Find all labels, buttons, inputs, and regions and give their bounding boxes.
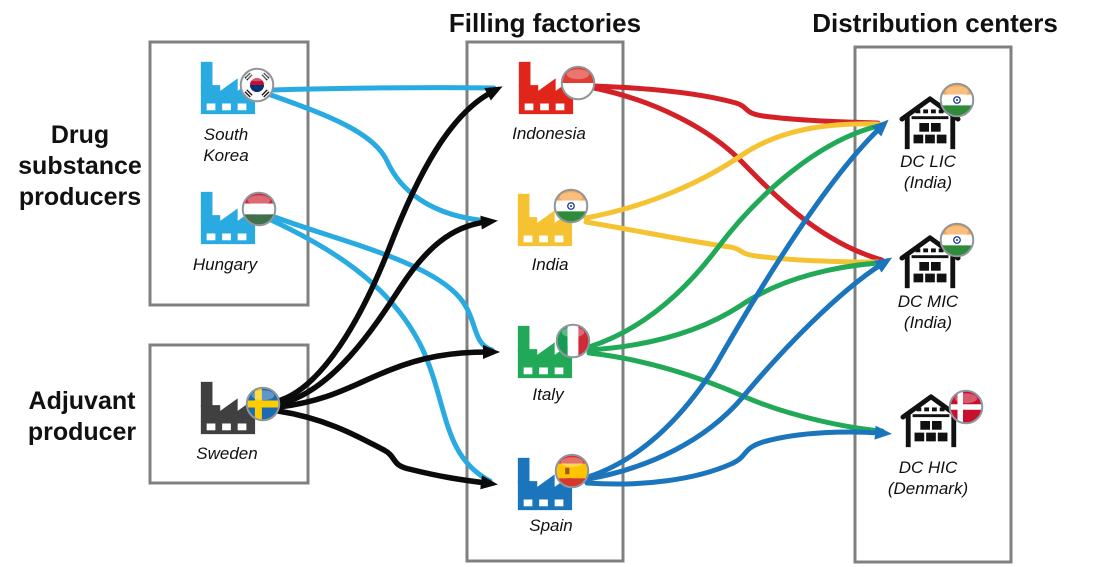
adjuvant-label-line: Adjuvant: [28, 387, 136, 415]
edge-sweden-to-spain: [275, 408, 498, 490]
edge-spain-to-dc-mic: [585, 257, 893, 482]
drug-substance-label-line: substance: [18, 152, 142, 180]
edge-italy-to-dc-mic: [586, 260, 881, 353]
edge-india-to-dc-lic: [583, 121, 881, 221]
south-korea-label-line: Korea: [203, 146, 249, 165]
denmark-flag-icon: [950, 391, 983, 424]
edge-south-korea-to-india: [268, 92, 491, 224]
edge-south-korea-to-indonesia: [269, 85, 497, 93]
edge-sweden-to-indonesia: [275, 86, 503, 404]
south-korea-label-line: South: [203, 125, 249, 144]
hungary-label: Hungary: [150, 254, 300, 275]
edge-italy-to-dc-lic: [586, 123, 881, 350]
spain-label: Spain: [476, 515, 626, 536]
south-korea-flag-icon: [241, 69, 274, 102]
filling-factories-box: [465, 40, 625, 563]
edge-spain-to-dc-lic: [585, 119, 889, 480]
dc-mic-label-line: (India): [903, 313, 953, 332]
italy-label: Italy: [473, 384, 623, 405]
edge-hungary-to-spain: [268, 217, 493, 484]
distribution-centers-title: Distribution centers: [812, 8, 1058, 38]
dc-hic-label-line: DC HIC: [898, 458, 958, 477]
edge-italy-to-dc-hic: [586, 350, 885, 434]
india-label-line: India: [531, 255, 569, 274]
edge-sweden-to-italy: [276, 345, 500, 410]
sweden-flag-icon: [247, 388, 280, 421]
edge-indonesia-to-dc-lic: [591, 83, 881, 126]
hungary-label-line: Hungary: [192, 255, 258, 274]
spain-flag-icon: [556, 455, 589, 488]
india-label: India: [475, 254, 625, 275]
sweden-label: Sweden: [152, 443, 302, 464]
indonesia-label: Indonesia: [474, 123, 624, 144]
drug-substance-label-line: producers: [18, 183, 142, 211]
dc-mic-label: DC MIC (India): [853, 291, 1003, 333]
filling-factories-title: Filling factories: [448, 8, 642, 38]
drug-substance-label-line: Drug: [50, 121, 110, 149]
dc-hic-label: DC HIC (Denmark): [853, 457, 1003, 499]
adjuvant-producer-label: Adjuvant producer: [2, 386, 162, 448]
dc-hic-label-line: (Denmark): [887, 479, 969, 498]
drug-substance-producers-box: [148, 40, 310, 307]
indonesia-flag-icon: [562, 67, 595, 100]
dc-lic-label-line: DC LIC: [900, 152, 956, 171]
adjuvant-label-line: producer: [27, 418, 137, 446]
edge-hungary-to-italy: [269, 213, 495, 353]
edge-spain-to-dc-hic: [584, 425, 892, 487]
india-flag-icon: [941, 224, 974, 257]
hungary-flag-icon: [243, 193, 276, 226]
drug-substance-producers-label: Drug substance producers: [0, 120, 160, 213]
edge-india-to-dc-mic: [583, 219, 881, 265]
sweden-label-line: Sweden: [196, 444, 258, 463]
italy-label-line: Italy: [532, 385, 564, 404]
indonesia-label-line: Indonesia: [512, 124, 586, 143]
italy-flag-icon: [557, 325, 590, 358]
edge-indonesia-to-dc-mic: [591, 85, 885, 263]
adjuvant-producer-box: [148, 343, 310, 485]
dc-lic-label-line: (India): [903, 173, 953, 192]
india-flag-icon: [941, 84, 974, 117]
spain-label-line: Spain: [529, 516, 573, 535]
edge-sweden-to-india: [276, 215, 498, 407]
dc-lic-label: DC LIC (India): [853, 151, 1003, 193]
distribution-centers-box: [853, 45, 1013, 564]
dc-mic-label-line: DC MIC: [897, 292, 959, 311]
india-flag-icon: [555, 190, 588, 223]
